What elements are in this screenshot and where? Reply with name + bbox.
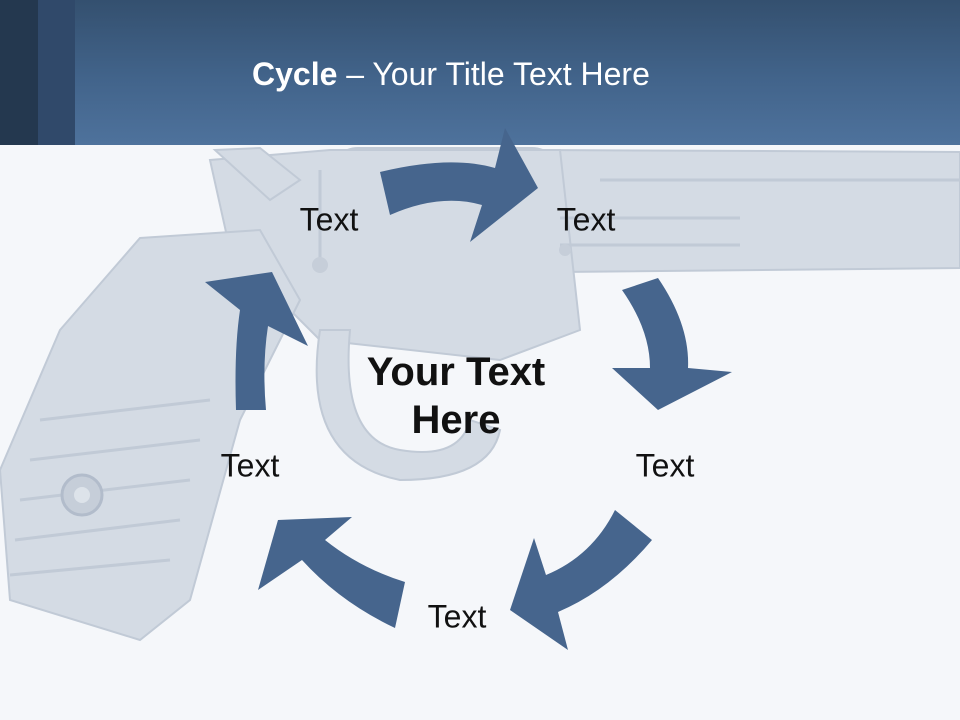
cycle-arrow-left xyxy=(205,272,308,410)
cycle-label-1: Text xyxy=(299,201,359,238)
cycle-label-3: Text xyxy=(635,447,695,484)
center-text-line-1: Your Text xyxy=(366,350,546,394)
header-accent-dark xyxy=(0,0,38,145)
cycle-arrow-top xyxy=(380,128,538,242)
title-rest: – Your Title Text Here xyxy=(337,56,650,92)
title-bold: Cycle xyxy=(252,56,338,92)
cycle-arrow-right xyxy=(612,278,732,410)
cycle-arrow-bottom-left xyxy=(258,517,405,628)
cycle-label-4: Text xyxy=(427,598,487,635)
center-text: Your Text Here xyxy=(326,348,586,444)
cycle-label-5: Text xyxy=(220,447,280,484)
cycle-label-2: Text xyxy=(556,201,616,238)
center-text-line-2: Here xyxy=(411,398,501,442)
slide-title: Cycle – Your Title Text Here xyxy=(252,56,650,93)
header-bar: Cycle – Your Title Text Here xyxy=(0,0,960,145)
header-accent-mid xyxy=(38,0,75,145)
cycle-arrow-bottom-right xyxy=(510,510,652,650)
